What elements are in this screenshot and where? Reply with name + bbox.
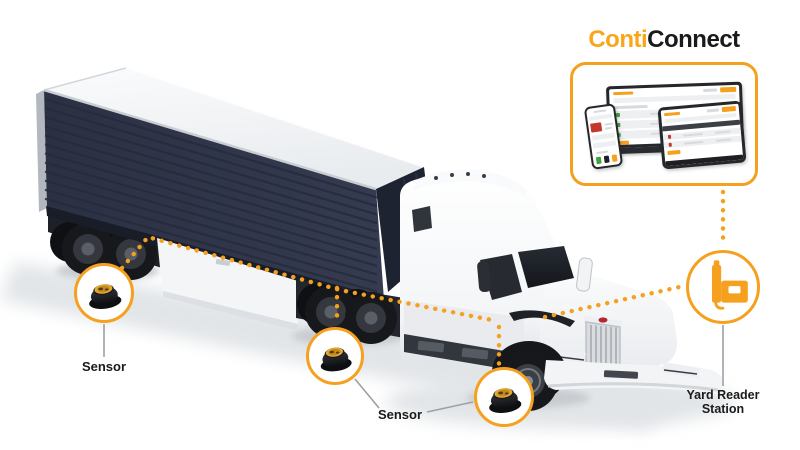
brand-suffix: Connect — [647, 26, 740, 53]
sensor-callout-steer-axle — [474, 367, 534, 427]
sensor-callout-trailer — [74, 263, 134, 323]
front-bumper — [544, 360, 724, 394]
trailer-skirt — [157, 238, 298, 331]
sensor-callout-drive-axle — [306, 327, 364, 385]
tractor-drive-wheels — [296, 280, 404, 344]
label-connector-lines — [103, 324, 724, 413]
yard-reader-label-line1: Yard Reader — [686, 388, 760, 402]
sensor-label-trailer: Sensor — [81, 359, 127, 374]
phone-screen — [586, 105, 621, 168]
tablet-mockup — [657, 100, 747, 170]
dotted-connection-lines — [119, 189, 726, 367]
yard-reader-station-icon — [711, 260, 748, 310]
truck-cab — [400, 169, 678, 378]
yard-reader-label: Yard Reader Station — [663, 388, 783, 416]
product-title: ContiConnect — [566, 26, 762, 54]
yard-reader-label-line2: Station — [701, 402, 745, 416]
sensor-label-middle: Sensor — [377, 407, 423, 422]
brand-prefix: Conti — [588, 26, 648, 53]
yard-reader-station-badge — [686, 250, 760, 324]
tire-sensor-icon — [489, 388, 522, 413]
tire-sensor-icon — [89, 284, 122, 309]
tablet-screen — [660, 103, 744, 167]
tire-sensor-icon — [320, 347, 352, 372]
